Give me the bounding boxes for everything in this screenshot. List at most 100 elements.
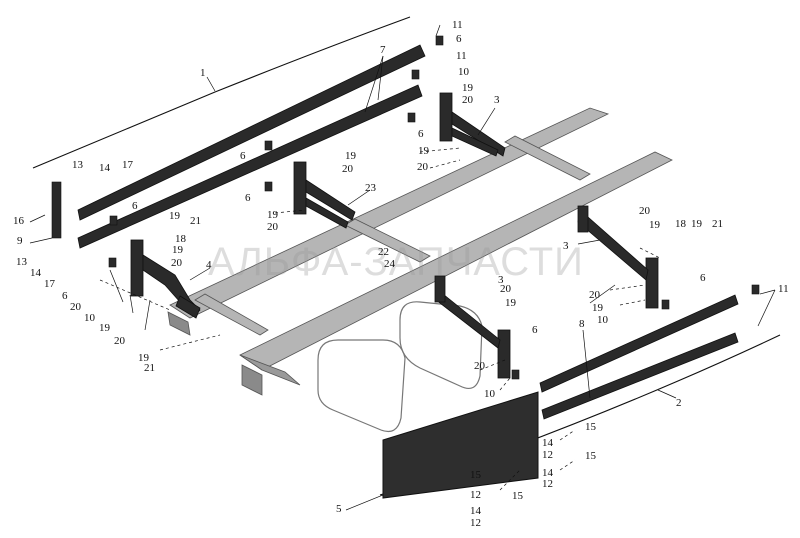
callout-10: 10 xyxy=(597,314,608,326)
callout-19: 19 xyxy=(169,210,180,222)
callout-12: 12 xyxy=(542,449,553,461)
callout-15: 15 xyxy=(585,421,596,433)
frame-right-rail-lower xyxy=(241,364,263,396)
callout-18: 18 xyxy=(675,218,686,230)
callout-11: 11 xyxy=(452,19,463,31)
strip-8-upper xyxy=(539,294,739,393)
pad-11-a xyxy=(435,35,444,46)
callout-19: 19 xyxy=(99,322,110,334)
callout-17: 17 xyxy=(122,159,133,171)
pad-6-d xyxy=(108,257,117,268)
callout-14: 14 xyxy=(470,505,481,517)
callout-1: 1 xyxy=(200,67,206,79)
callout-19: 19 xyxy=(172,244,183,256)
pad-6-e xyxy=(407,112,416,123)
bracket-4-foot xyxy=(175,295,201,319)
callout-6: 6 xyxy=(132,200,138,212)
callout-13: 13 xyxy=(72,159,83,171)
callout-12: 12 xyxy=(470,517,481,529)
callout-23: 23 xyxy=(365,182,376,194)
leader-lines xyxy=(29,24,776,511)
bracket-3-center-plate xyxy=(497,329,511,379)
callout-6: 6 xyxy=(418,128,424,140)
callout-17: 17 xyxy=(44,278,55,290)
callout-15: 15 xyxy=(585,450,596,462)
callout-6: 6 xyxy=(245,192,251,204)
callout-20: 20 xyxy=(462,94,473,106)
callout-24: 24 xyxy=(384,258,395,270)
callout-10: 10 xyxy=(458,66,469,78)
callout-18: 18 xyxy=(175,233,186,245)
callout-19: 19 xyxy=(592,302,603,314)
callout-10: 10 xyxy=(84,312,95,324)
callout-14: 14 xyxy=(30,267,41,279)
bracket-3-center-block xyxy=(434,275,446,303)
small-pads xyxy=(51,35,760,380)
callout-19: 19 xyxy=(649,219,660,231)
callout-14: 14 xyxy=(99,162,110,174)
pad-6-g xyxy=(661,299,670,310)
bracket-23-plate xyxy=(293,161,307,215)
tank-right-outline xyxy=(399,301,483,389)
callout-3: 3 xyxy=(498,274,504,286)
callout-16: 16 xyxy=(13,215,24,227)
strip-8-lower xyxy=(541,332,739,420)
callout-20: 20 xyxy=(70,301,81,313)
callout-5: 5 xyxy=(336,503,342,515)
callout-20: 20 xyxy=(342,163,353,175)
tank-outlines xyxy=(317,301,483,433)
tank-left-outline xyxy=(317,339,406,433)
callout-20: 20 xyxy=(114,335,125,347)
callout-14: 14 xyxy=(542,467,553,479)
callout-20: 20 xyxy=(639,205,650,217)
callout-8: 8 xyxy=(579,318,585,330)
callout-20: 20 xyxy=(474,360,485,372)
callout-19: 19 xyxy=(345,150,356,162)
frame-crossmember-mid xyxy=(344,218,431,263)
callout-19: 19 xyxy=(505,297,516,309)
callout-20: 20 xyxy=(267,221,278,233)
frame-left-rail-lower xyxy=(167,311,191,336)
callout-19: 19 xyxy=(418,145,429,157)
callout-20: 20 xyxy=(589,289,600,301)
pad-9 xyxy=(51,181,62,239)
frame-crossmember-front xyxy=(194,293,269,336)
callout-21: 21 xyxy=(144,362,155,374)
callout-3: 3 xyxy=(494,94,500,106)
callout-13: 13 xyxy=(16,256,27,268)
callout-19: 19 xyxy=(138,352,149,364)
side-strips xyxy=(77,44,739,420)
callout-3: 3 xyxy=(563,240,569,252)
callout-19: 19 xyxy=(691,218,702,230)
chassis-frame xyxy=(167,107,673,396)
bracket-23-arm xyxy=(305,179,356,221)
assembly-dash-lines xyxy=(99,147,661,491)
callout-21: 21 xyxy=(712,218,723,230)
callout-7: 7 xyxy=(380,44,386,56)
bracket-3-right-plate xyxy=(645,257,659,309)
panel-5 xyxy=(382,391,539,499)
callout-11: 11 xyxy=(778,283,789,295)
bracket-3-right-block xyxy=(577,205,589,233)
callout-11: 11 xyxy=(456,50,467,62)
callout-12: 12 xyxy=(470,489,481,501)
bracket-3-center-arm xyxy=(435,289,501,349)
frame-crossmember-rear xyxy=(504,135,591,181)
callout-22: 22 xyxy=(378,246,389,258)
callout-6: 6 xyxy=(700,272,706,284)
pad-6-a xyxy=(264,140,273,151)
pad-6-c xyxy=(109,215,118,226)
callout-20: 20 xyxy=(417,161,428,173)
bracket-3-upper-strut xyxy=(451,127,499,157)
frame-left-rail xyxy=(169,107,610,319)
strip-7-upper xyxy=(77,44,426,221)
strip-7-lower xyxy=(77,84,423,249)
frame-bumper-left xyxy=(239,354,301,386)
callout-6: 6 xyxy=(532,324,538,336)
pad-6-b xyxy=(264,181,273,192)
pad-6-f xyxy=(411,69,420,80)
callout-2: 2 xyxy=(676,397,682,409)
callout-10: 10 xyxy=(484,388,495,400)
callout-20: 20 xyxy=(500,283,511,295)
callout-6: 6 xyxy=(62,290,68,302)
